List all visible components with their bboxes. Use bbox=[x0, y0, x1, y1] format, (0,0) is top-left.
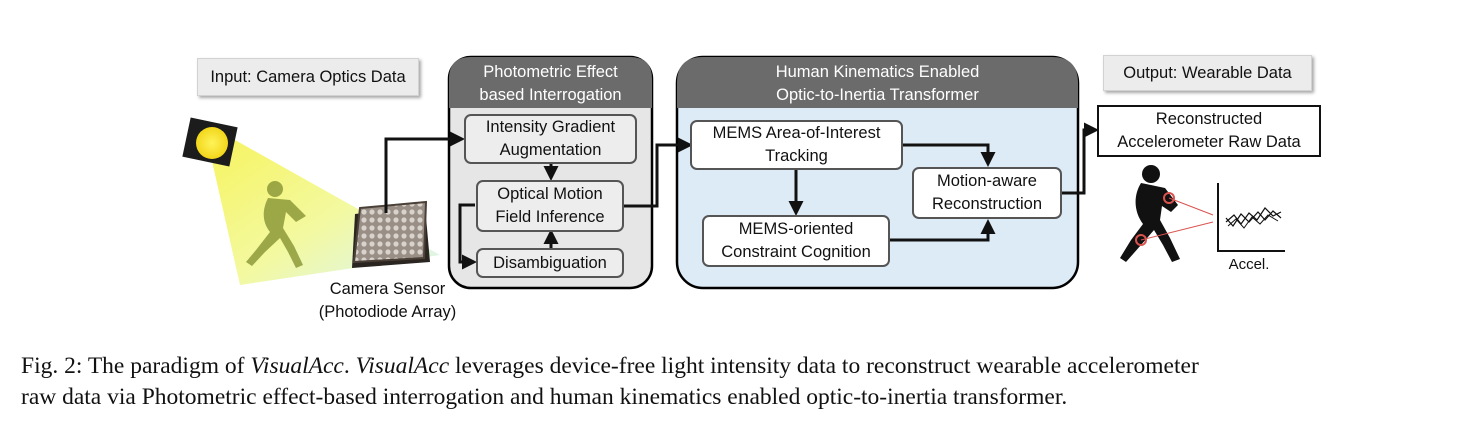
caption-fig-prefix: Fig. 2: The paradigm of bbox=[21, 353, 251, 379]
runner-wearable-icon bbox=[1120, 165, 1214, 262]
arrow-reconstruct-to-output bbox=[1062, 122, 1099, 195]
accel-plot-trace-1 bbox=[1225, 207, 1282, 225]
sensor-link-line-2 bbox=[1140, 221, 1214, 241]
runner-silhouette-icon bbox=[246, 181, 306, 268]
accel-axis-label: Accel. bbox=[1228, 255, 1270, 273]
panel-photometric-title: Photometric Effect based Interrogation bbox=[479, 63, 622, 104]
node-optical-motion: Optical Motion Field Inference bbox=[476, 180, 624, 232]
output-label: Output: Wearable Data bbox=[1103, 55, 1312, 91]
caption-rest-1: leverages device-free light intensity da… bbox=[449, 353, 1199, 379]
output-accelerometer-box: Reconstructed Accelerometer Raw Data bbox=[1097, 105, 1321, 157]
camera-caption-line1: Camera Sensor bbox=[329, 280, 446, 298]
caption-separator: . bbox=[343, 353, 356, 379]
input-label: Input: Camera Optics Data bbox=[197, 58, 419, 96]
node-motion-reconstruction: Motion-aware Reconstruction bbox=[912, 167, 1062, 219]
arrow-camera-to-gradient bbox=[384, 131, 465, 213]
sensor-link-line-1 bbox=[1168, 197, 1214, 216]
camera-sensor-icon bbox=[352, 200, 430, 268]
node-mems-tracking: MEMS Area-of-Interest Tracking bbox=[690, 120, 903, 170]
caption-line-2: raw data via Photometric effect-based in… bbox=[21, 384, 1068, 410]
arrow-constraint-to-reconstruct bbox=[890, 219, 996, 242]
caption-name-2: VisualAcc bbox=[355, 353, 450, 379]
lamp-icon bbox=[196, 127, 228, 159]
caption-name-1: VisualAcc bbox=[250, 353, 344, 379]
accel-plot-trace-2 bbox=[1225, 210, 1282, 227]
accel-plot-trace-3 bbox=[1227, 214, 1279, 229]
wrist-sensor-marker bbox=[1163, 192, 1175, 204]
arrow-motion-to-tracking bbox=[624, 137, 693, 208]
arrow-motion-to-disamb bbox=[458, 203, 477, 270]
figure-caption: Fig. 2: The paradigm of VisualAcc. Visua… bbox=[21, 351, 1479, 413]
node-intensity-gradient: Intensity Gradient Augmentation bbox=[464, 114, 637, 164]
node-disambiguation: Disambiguation bbox=[476, 248, 624, 278]
node-mems-constraint: MEMS-oriented Constraint Cognition bbox=[702, 215, 890, 267]
caption-line-1: Fig. 2: The paradigm of VisualAcc. Visua… bbox=[21, 351, 1479, 382]
arrow-tracking-to-reconstruct bbox=[903, 143, 996, 167]
camera-sensor-caption: Camera Sensor (Photodiode Array) bbox=[300, 278, 475, 324]
panel-kinematics-title: Human Kinematics Enabled Optic-to-Inerti… bbox=[775, 63, 980, 104]
ankle-sensor-marker bbox=[1135, 234, 1147, 246]
camera-caption-line2: (Photodiode Array) bbox=[318, 303, 457, 321]
accel-plot-icon bbox=[1217, 183, 1285, 252]
connectors bbox=[384, 122, 1099, 270]
